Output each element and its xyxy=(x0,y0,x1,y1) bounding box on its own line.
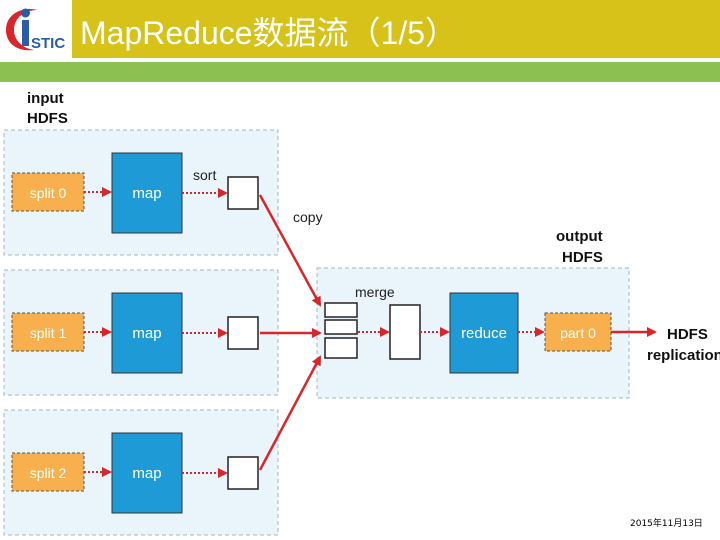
merged-box xyxy=(389,304,421,360)
page-title: MapReduce数据流（1/5） xyxy=(80,15,458,51)
reduce-label: reduce xyxy=(461,325,507,342)
green-bar xyxy=(0,62,720,82)
copy-label: copy xyxy=(293,209,323,225)
replication-label: replication xyxy=(647,347,720,364)
output-hdfs-label: HDFS xyxy=(562,249,603,266)
split-0-label: split 0 xyxy=(30,185,67,201)
header-bar xyxy=(0,0,720,58)
merge-segment-0 xyxy=(324,302,358,318)
split-0-box xyxy=(11,172,85,212)
map-label-0: map xyxy=(132,185,161,202)
logo-text: STIC xyxy=(31,35,65,52)
merge-label: merge xyxy=(355,284,395,300)
footer-date: 2015年11月13日 xyxy=(630,519,703,529)
split-1-label: split 1 xyxy=(30,325,67,341)
istic-logo-icon: STIC xyxy=(6,8,65,52)
sort-box-0 xyxy=(227,176,259,210)
sort-box-1 xyxy=(227,316,259,350)
part-0-label: part 0 xyxy=(560,325,596,341)
copy-arrow-0 xyxy=(258,194,322,307)
mapreduce-diagram: input HDFS split 0 split 1 split 2 map m… xyxy=(3,90,720,536)
logo: STIC xyxy=(0,0,72,58)
merge-segment-2 xyxy=(324,337,358,359)
input-hdfs-label: HDFS xyxy=(27,110,68,127)
part-0-box xyxy=(544,312,612,352)
split-1-box xyxy=(11,312,85,352)
copy-arrow-2 xyxy=(258,355,322,471)
input-label: input xyxy=(27,90,64,107)
replication-hdfs-label: HDFS xyxy=(667,326,708,343)
split-2-box xyxy=(11,452,85,492)
map-box-2 xyxy=(111,432,183,514)
map-label-1: map xyxy=(132,325,161,342)
sort-label: sort xyxy=(193,167,216,183)
map-label-2: map xyxy=(132,465,161,482)
reduce-box xyxy=(449,292,519,374)
sort-box-2 xyxy=(227,456,259,490)
merge-segment-1 xyxy=(324,319,358,335)
output-label: output xyxy=(556,228,603,245)
split-2-label: split 2 xyxy=(30,465,67,481)
